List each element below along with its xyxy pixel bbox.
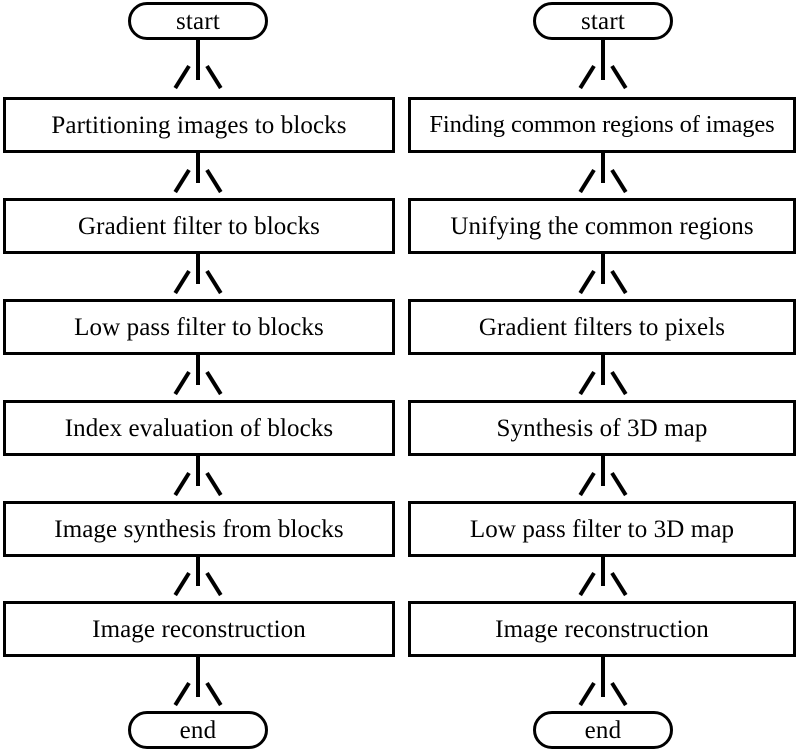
right-process-1[interactable]: Finding common regions of images — [408, 97, 796, 153]
down-arrow-icon — [173, 456, 223, 501]
down-arrow-icon — [173, 153, 223, 198]
left-start-terminator[interactable]: start — [128, 2, 268, 40]
left-end-label: end — [179, 716, 217, 744]
left-start-label: start — [175, 7, 221, 35]
right-start-terminator[interactable]: start — [533, 2, 673, 40]
right-process-4-label: Synthesis of 3D map — [496, 414, 708, 442]
right-end-terminator[interactable]: end — [533, 711, 673, 749]
right-process-5[interactable]: Low pass filter to 3D map — [408, 501, 796, 557]
right-start-label: start — [580, 7, 626, 35]
down-arrow-icon — [578, 40, 628, 95]
right-process-3-label: Gradient filters to pixels — [478, 313, 726, 341]
left-process-6[interactable]: Image reconstruction — [3, 601, 395, 657]
left-process-6-label: Image reconstruction — [92, 615, 306, 643]
right-end-label: end — [584, 716, 622, 744]
left-process-2-label: Gradient filter to blocks — [77, 212, 320, 240]
down-arrow-icon — [173, 557, 223, 601]
left-process-4-label: Index evaluation of blocks — [64, 414, 334, 442]
right-process-4[interactable]: Synthesis of 3D map — [408, 400, 796, 456]
down-arrow-icon — [173, 657, 223, 712]
right-process-2[interactable]: Unifying the common regions — [408, 198, 796, 254]
right-flow-column: start Finding common regions of images U… — [400, 0, 800, 751]
down-arrow-icon — [173, 355, 223, 400]
left-end-terminator[interactable]: end — [128, 711, 268, 749]
right-process-1-label: Finding common regions of images — [429, 110, 775, 138]
left-process-2[interactable]: Gradient filter to blocks — [3, 198, 395, 254]
right-process-6[interactable]: Image reconstruction — [408, 601, 796, 657]
down-arrow-icon — [173, 40, 223, 95]
left-process-5-label: Image synthesis from blocks — [54, 515, 344, 543]
right-process-5-label: Low pass filter to 3D map — [469, 515, 735, 543]
left-process-1-label: Partitioning images to blocks — [51, 111, 347, 139]
right-process-3[interactable]: Gradient filters to pixels — [408, 299, 796, 355]
down-arrow-icon — [173, 254, 223, 299]
down-arrow-icon — [578, 254, 628, 299]
left-process-3-label: Low pass filter to blocks — [74, 313, 324, 341]
left-process-4[interactable]: Index evaluation of blocks — [3, 400, 395, 456]
left-flow-column: start Partitioning images to blocks Grad… — [3, 2, 395, 749]
right-process-6-label: Image reconstruction — [495, 615, 709, 643]
left-process-5[interactable]: Image synthesis from blocks — [3, 501, 395, 557]
right-process-2-label: Unifying the common regions — [450, 212, 754, 240]
down-arrow-icon — [578, 657, 628, 712]
left-process-3[interactable]: Low pass filter to blocks — [3, 299, 395, 355]
down-arrow-icon — [578, 355, 628, 400]
down-arrow-icon — [578, 557, 628, 601]
down-arrow-icon — [578, 153, 628, 198]
left-process-1[interactable]: Partitioning images to blocks — [3, 97, 395, 153]
down-arrow-icon — [578, 456, 628, 501]
